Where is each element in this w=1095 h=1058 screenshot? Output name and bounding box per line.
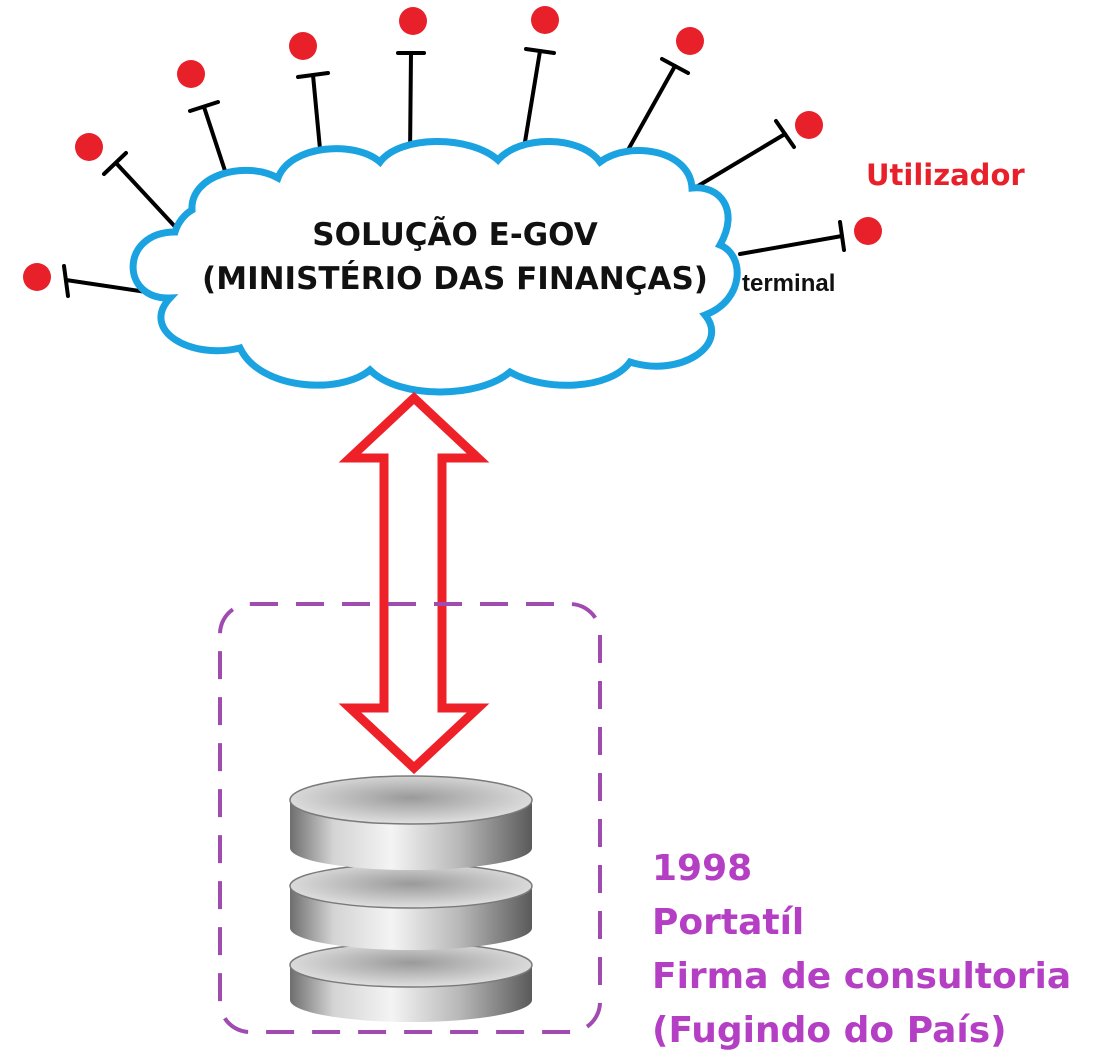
dashed-boundary-box [218, 602, 602, 1034]
terminal-2 [102, 151, 182, 234]
user-dot-icon [75, 133, 103, 161]
terminal-7 [626, 57, 690, 152]
database-icon [289, 775, 533, 1022]
terminal-6 [521, 47, 556, 156]
user-dot-icon [177, 60, 205, 88]
user-dot-icon [676, 27, 704, 55]
user-dot-icon [854, 217, 882, 245]
note-status: (Fugindo do País) [652, 1010, 1007, 1051]
user-dot-icons [23, 6, 882, 291]
terminal-label: terminal [742, 270, 836, 297]
terminal-8 [696, 119, 796, 188]
note-firm: Firma de consultoria [652, 956, 1072, 997]
user-dot-icon [795, 111, 823, 139]
cloud-title-line-2: (MINISTÉRIO DAS FINANÇAS) [202, 261, 708, 297]
user-dot-icon [23, 263, 51, 291]
terminal-9 [738, 220, 846, 256]
cloud-title-line-1: SOLUÇÃO E-GOV [312, 217, 598, 253]
notes-block: 1998 Portatíl Firma de consultoria (Fugi… [652, 842, 1071, 1058]
bidirectional-arrow [338, 391, 490, 775]
terminal-5 [396, 51, 426, 158]
user-dot-icon [289, 32, 317, 60]
cloud-shape [129, 138, 741, 396]
user-label: Utilizador [866, 158, 1025, 192]
note-device: Portatíl [652, 902, 805, 943]
user-dot-icon [531, 6, 559, 34]
user-dot-icon [399, 7, 427, 35]
note-year: 1998 [652, 848, 753, 889]
terminals [23, 6, 882, 298]
